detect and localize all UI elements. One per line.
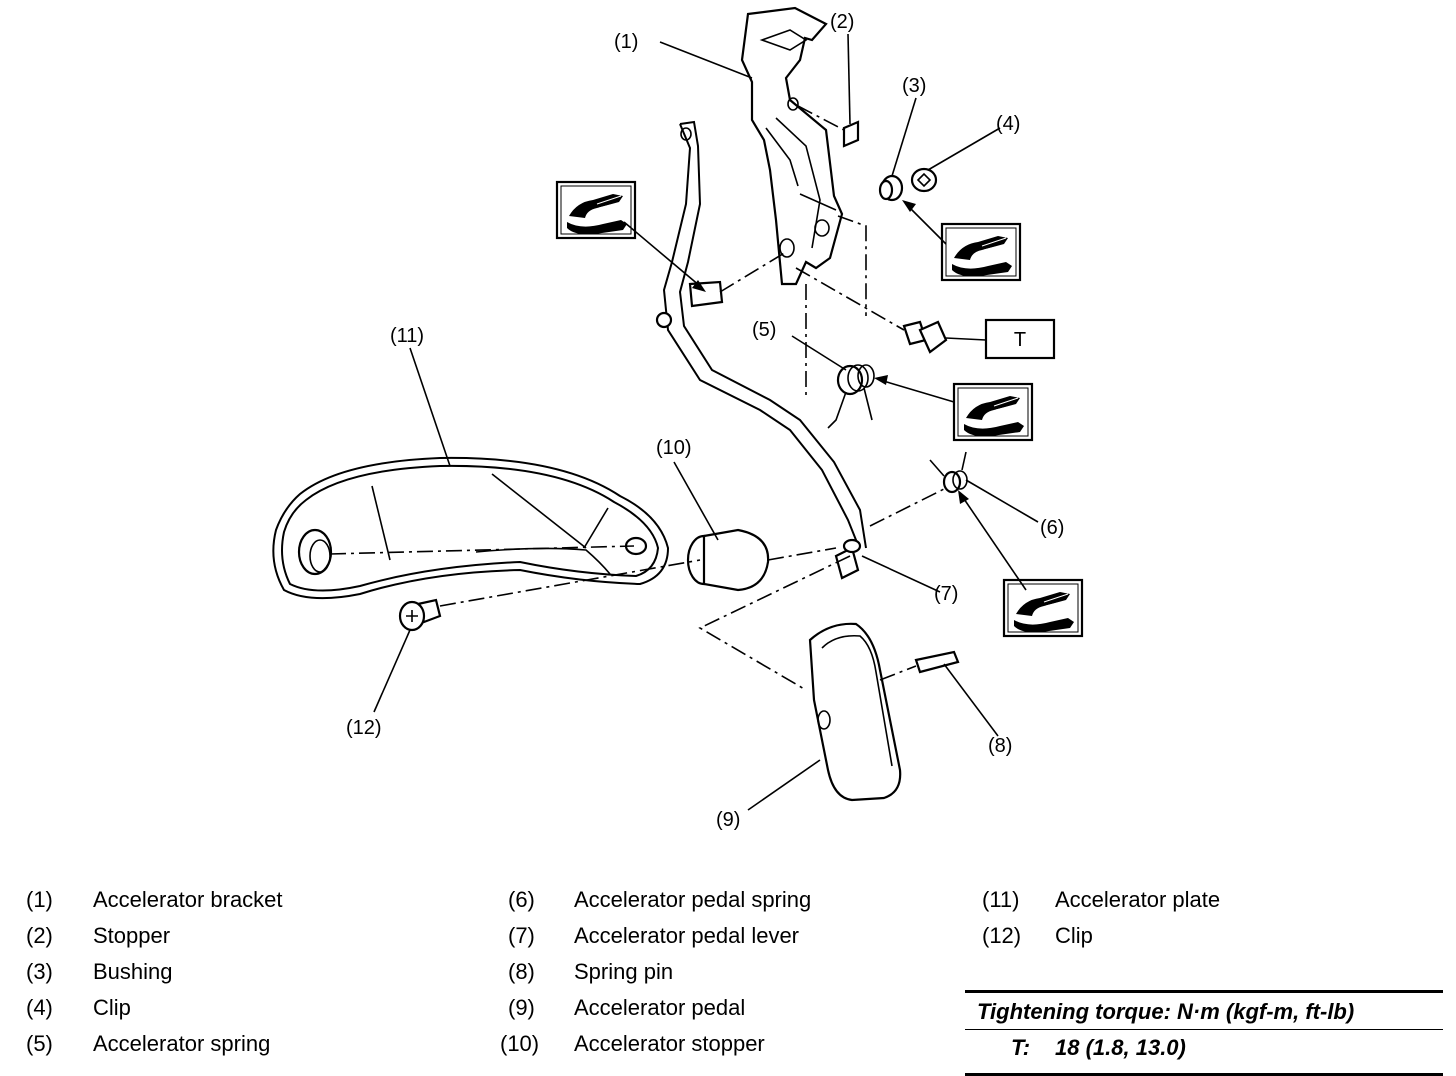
- legend-label: Accelerator bracket: [93, 887, 283, 912]
- torque-symbol-label: T:: [1011, 1035, 1031, 1060]
- callout-6: (6): [1040, 517, 1064, 539]
- callout-10: (10): [656, 437, 692, 459]
- legend-number: (10): [500, 1031, 540, 1056]
- axis-line-lever: [719, 251, 787, 293]
- clip-bottom: [398, 559, 701, 632]
- legend-label: Accelerator pedal lever: [574, 923, 800, 948]
- axis-line-bracket: [837, 215, 867, 316]
- tightening-torque-table: Tightening torque: N·m (kgf-m, ft-lb) T:…: [965, 990, 1443, 1076]
- torque-divider: [965, 1029, 1443, 1030]
- grease-arrows: [623, 200, 1027, 591]
- legend-number: (1): [26, 887, 53, 912]
- legend-label: Accelerator spring: [93, 1031, 271, 1056]
- accelerator-stopper: [686, 528, 837, 592]
- callout-9: (9): [716, 809, 740, 831]
- accelerator-pedal-spring: [929, 451, 968, 494]
- callout-12: (12): [346, 717, 382, 739]
- legend-number: (2): [26, 923, 53, 948]
- legend-number: (4): [26, 995, 53, 1020]
- accelerator-plate: [272, 456, 670, 600]
- torque-heading: Tightening torque: N·m (kgf-m, ft-lb): [977, 999, 1355, 1024]
- callout-11: (11): [390, 325, 424, 347]
- torque-symbol-box: T: [945, 318, 1056, 360]
- legend-label: Clip: [1055, 923, 1093, 948]
- accelerator-bracket: [740, 6, 844, 286]
- spring-pin: [914, 650, 960, 674]
- callout-4: (4): [996, 113, 1020, 135]
- legend-label: Accelerator pedal spring: [574, 887, 812, 912]
- grease-symbol: [952, 382, 1034, 442]
- callout-3: (3): [902, 75, 926, 97]
- stopper: [797, 105, 860, 148]
- grease-symbol: [1002, 578, 1084, 638]
- legend-label: Accelerator stopper: [574, 1031, 765, 1056]
- clip-top: [910, 167, 938, 193]
- legend-number: (9): [508, 995, 535, 1020]
- torque-symbol: T: [1014, 329, 1026, 351]
- legend-number: (5): [26, 1031, 53, 1056]
- legend-number: (6): [508, 887, 535, 912]
- legend-label: Clip: [93, 995, 131, 1020]
- legend-number: (12): [982, 923, 1022, 948]
- torque-value: 18 (1.8, 13.0): [1055, 1035, 1186, 1060]
- legend-number: (7): [508, 923, 535, 948]
- accelerator-pedal: [808, 622, 917, 802]
- leader-lines: [373, 33, 1039, 811]
- legend-label: Spring pin: [574, 959, 674, 984]
- axis-line-spring6: [869, 487, 947, 527]
- accelerator-spring: [827, 364, 875, 429]
- grease-symbol: [555, 180, 637, 240]
- accelerator-pedal-lever: [655, 120, 867, 580]
- callout-1: (1): [614, 31, 638, 53]
- axis-line-pedal: [698, 555, 851, 691]
- grease-symbol: [940, 222, 1022, 282]
- legend-label: Accelerator plate: [1055, 887, 1221, 912]
- legend-number: (11): [982, 887, 1020, 912]
- callout-7: (7): [934, 583, 958, 605]
- bracket-bolt: [795, 267, 948, 354]
- legend-number: (3): [26, 959, 53, 984]
- callout-8: (8): [988, 735, 1012, 757]
- legend-label: Bushing: [93, 959, 173, 984]
- exploded-view-diagram: T (1) (2) (3) (4) (5) (6) (7) (8) (9) (1…: [272, 6, 1084, 831]
- legend-label: Stopper: [93, 923, 171, 948]
- legend-label: Accelerator pedal: [574, 995, 746, 1020]
- callout-2: (2): [830, 11, 854, 33]
- bushing: [878, 174, 904, 202]
- callout-5: (5): [752, 319, 776, 341]
- legend-number: (8): [508, 959, 535, 984]
